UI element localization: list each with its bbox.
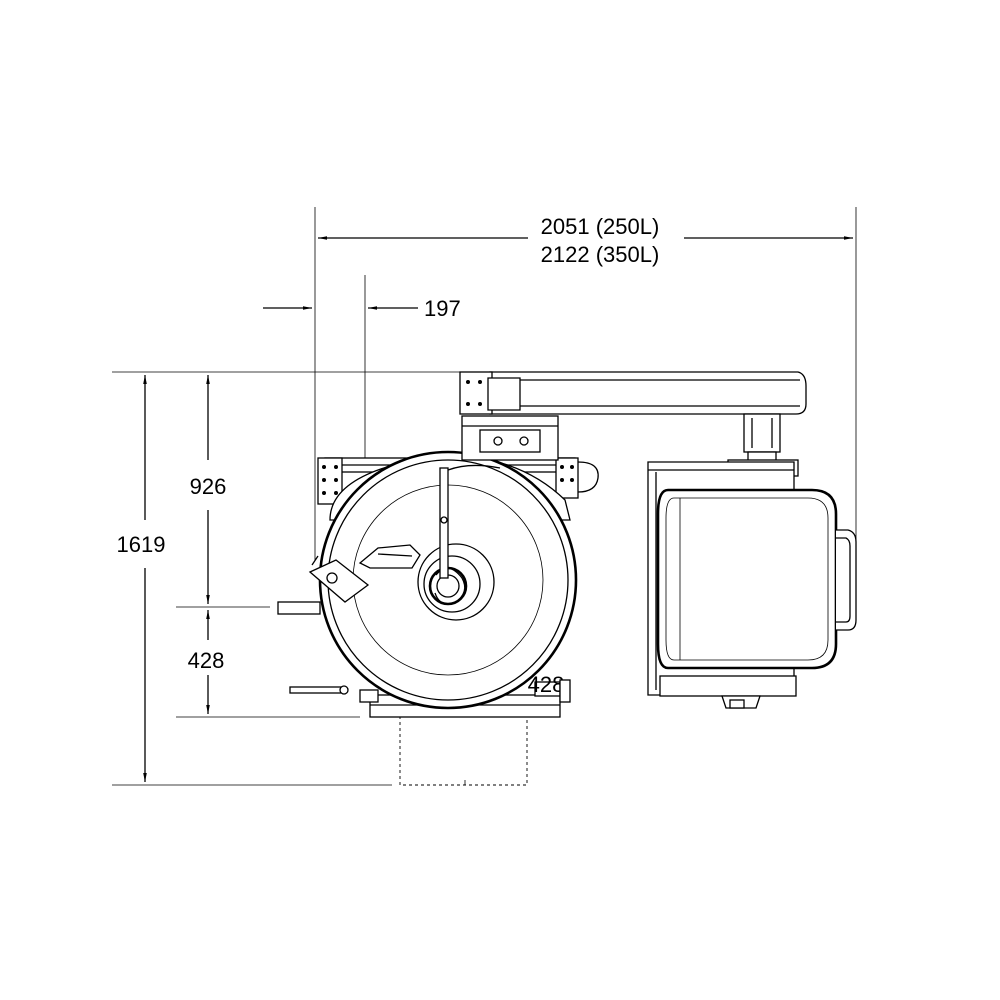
height-lower-label: 428	[188, 648, 225, 673]
hanging-tag	[308, 555, 370, 603]
width-label-250: 2051 (250L)	[541, 214, 660, 239]
height-upper-label: 926	[190, 474, 227, 499]
mixing-bowl	[318, 450, 578, 710]
control-box	[656, 488, 857, 670]
overall-height-label: 1619	[117, 532, 166, 557]
support-column	[461, 415, 559, 461]
dimension-offset: 197	[263, 275, 461, 470]
dimension-overall-width: 2051 (250L) 2122 (350L)	[314, 207, 857, 620]
motor-foot	[659, 675, 797, 709]
inlet-tube	[277, 601, 321, 615]
discharge-bin	[399, 714, 528, 786]
offset-label: 197	[424, 296, 461, 321]
drain-outlet	[289, 685, 349, 695]
width-label-350: 2122 (350L)	[541, 242, 660, 267]
overhead-arm	[459, 371, 807, 415]
dimension-heights: 926 428 1619	[112, 371, 460, 786]
